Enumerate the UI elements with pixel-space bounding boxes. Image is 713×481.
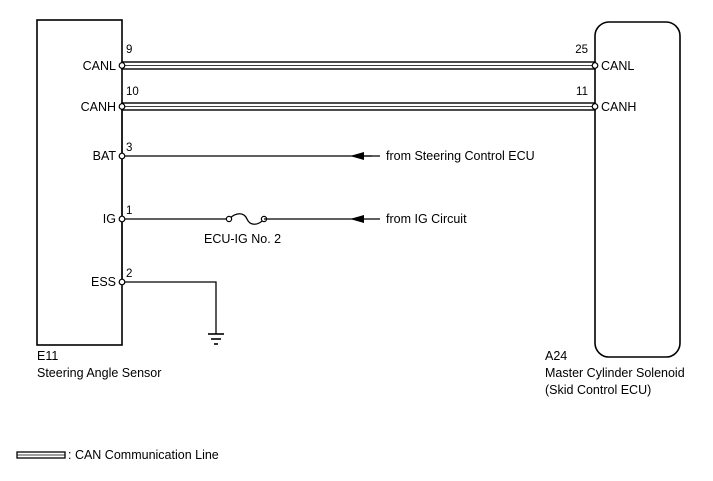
pin-name-ess: ESS (91, 275, 116, 289)
fuse-label: ECU-IG No. 2 (204, 232, 281, 246)
pin-name-bat: BAT (93, 149, 117, 163)
pin-terminal-canl-right (591, 62, 599, 69)
legend-can-line-label: : CAN Communication Line (68, 448, 219, 462)
steering-angle-sensor-box (36, 19, 123, 346)
pin-number-ess: 2 (126, 268, 132, 280)
pin-number-canl-left: 9 (126, 44, 132, 56)
ess-wire (122, 281, 217, 334)
pin-terminal-bat (118, 152, 126, 160)
canh-can-line (121, 102, 596, 111)
bat-source-label: from Steering Control ECU (386, 149, 535, 163)
ground-icon (208, 333, 224, 345)
pin-name-canh-right: CANH (601, 100, 636, 114)
pin-name-ig: IG (103, 212, 116, 226)
pin-number-canh-right: 11 (576, 86, 588, 98)
pin-name-canl-right: CANL (601, 59, 634, 73)
pin-number-canl-right: 25 (575, 44, 588, 56)
pin-number-ig: 1 (126, 205, 132, 217)
pin-number-canh-left: 10 (126, 86, 139, 98)
pin-name-canl-left: CANL (83, 59, 116, 73)
fuse-terminal-left (225, 215, 233, 223)
pin-name-canh-left: CANH (81, 100, 116, 114)
left-component-code: E11 (37, 349, 58, 363)
canl-can-line (121, 61, 596, 70)
skid-control-ecu-box (594, 21, 681, 358)
right-component-name-line1: Master Cylinder Solenoid (545, 366, 685, 380)
pin-number-bat: 3 (126, 142, 132, 154)
ig-arrow-icon (350, 215, 364, 223)
legend-can-line-swatch (16, 451, 66, 459)
ig-source-label: from IG Circuit (386, 212, 467, 226)
pin-terminal-ess (118, 278, 126, 286)
bat-arrow-icon (350, 152, 364, 160)
pin-terminal-ig (118, 215, 126, 223)
pin-terminal-canh-right (591, 103, 599, 110)
left-component-name: Steering Angle Sensor (37, 366, 161, 380)
right-component-code: A24 (545, 349, 567, 363)
pin-terminal-canl-left (118, 62, 126, 69)
right-component-name-line2: (Skid Control ECU) (545, 383, 651, 397)
fuse-icon (228, 213, 265, 225)
pin-terminal-canh-left (118, 103, 126, 110)
